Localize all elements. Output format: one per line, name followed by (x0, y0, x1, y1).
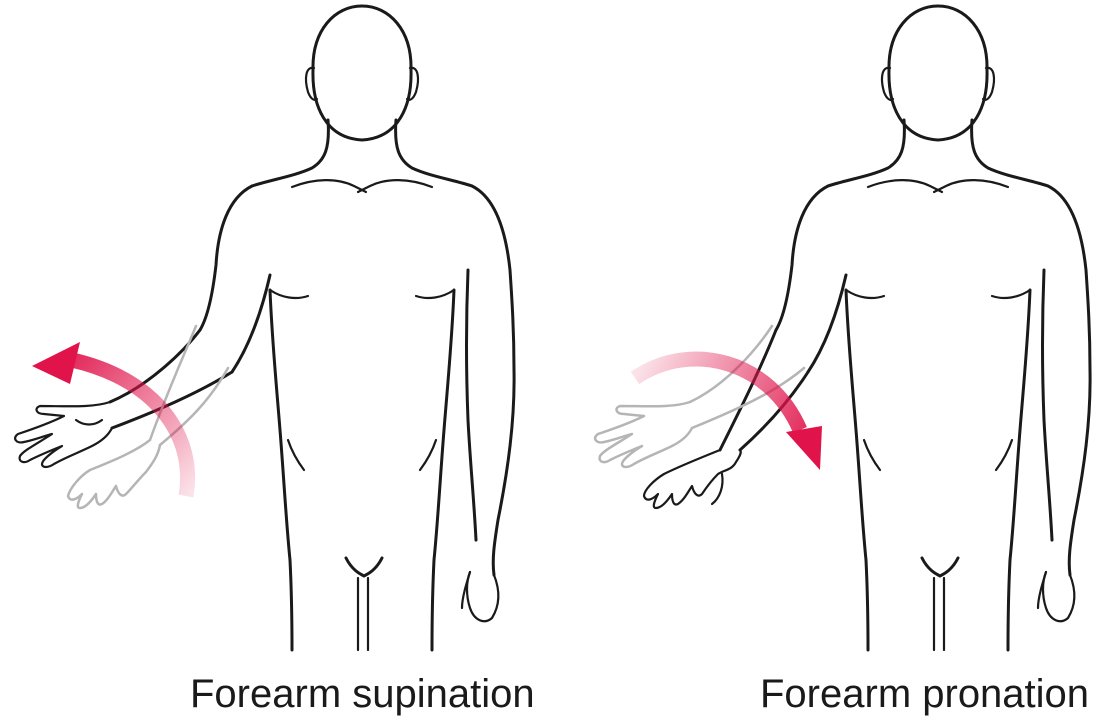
pronation-caption: Forearm pronation (760, 672, 1090, 716)
supinated-hand (14, 400, 114, 469)
pronation-figure (593, 4, 1092, 652)
supination-arrow (32, 342, 196, 498)
ghost-forearm (66, 324, 230, 510)
pronated-hand (642, 448, 742, 510)
supination-figure (14, 4, 516, 652)
pronation-arrow (630, 351, 822, 470)
supination-caption: Forearm supination (190, 672, 535, 716)
